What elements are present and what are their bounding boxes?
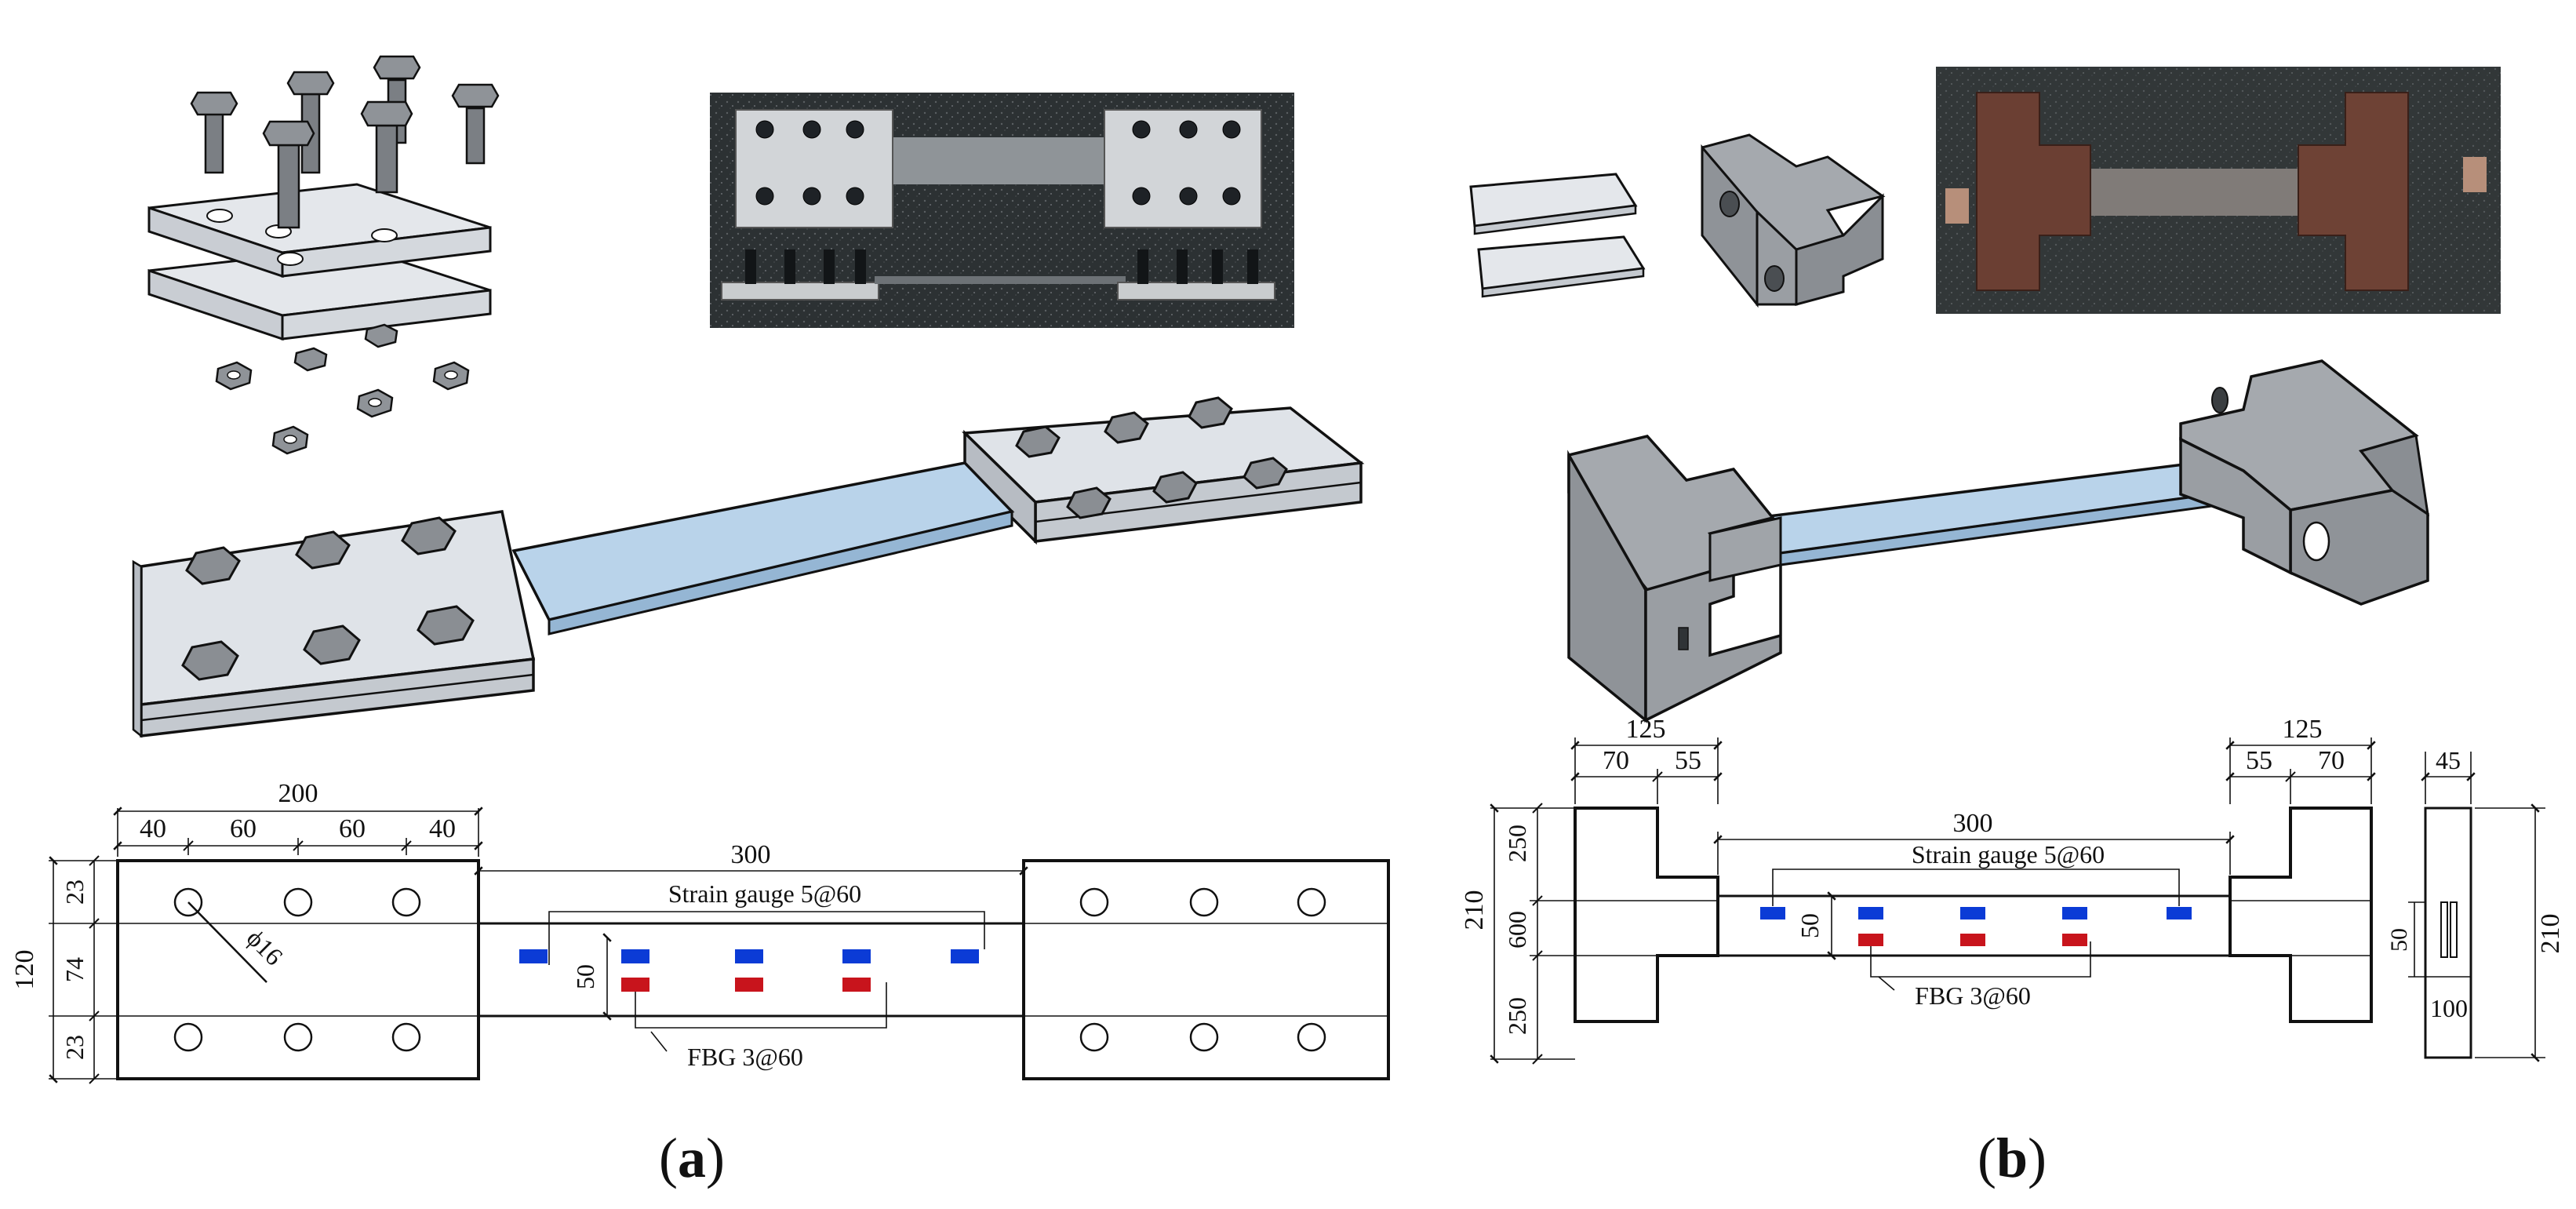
dim-b-left-2: 55 xyxy=(1675,746,1701,775)
dim-a-strip-width: 50 xyxy=(571,964,599,989)
exploded-wedge-assembly xyxy=(1469,133,1886,308)
nut xyxy=(215,361,253,391)
bolt xyxy=(190,91,238,174)
label-a-strain-gauge: Strain gauge 5@60 xyxy=(668,879,861,908)
dim-b-strip-width: 50 xyxy=(1796,913,1824,938)
panel-a: 200 40 60 60 40 300 Strain gauge 5@60 FB… xyxy=(10,55,1390,1189)
dim-a-seg-4: 40 xyxy=(429,814,456,843)
strain-gauge-marker xyxy=(2062,907,2087,919)
dim-b-right-1: 55 xyxy=(2246,746,2272,775)
plan-labels-b: 125 70 55 125 55 70 300 Strain gauge 5@6… xyxy=(1460,715,2565,1035)
dim-b-height-total: 210 xyxy=(1460,890,1489,930)
label-b-strain-gauge: Strain gauge 5@60 xyxy=(1912,840,2105,869)
dim-b-span: 300 xyxy=(1953,809,1993,838)
label-b-fbg: FBG 3@60 xyxy=(1915,981,2031,1010)
dim-b-side-width: 45 xyxy=(2436,746,2461,774)
strain-gauge-marker xyxy=(842,949,871,963)
nut xyxy=(293,347,328,372)
fbg-marker xyxy=(621,978,649,992)
strain-gauge-marker xyxy=(1960,907,1985,919)
fbg-marker xyxy=(1960,934,1985,946)
gauge-markers-a xyxy=(519,949,979,992)
bolt xyxy=(262,120,315,229)
dim-a-seg-2: 60 xyxy=(230,814,257,843)
strain-gauge-marker xyxy=(951,949,979,963)
strain-gauge-marker xyxy=(519,949,548,963)
dim-a-span: 300 xyxy=(731,840,771,869)
nut xyxy=(364,323,398,348)
fbg-marker xyxy=(735,978,763,992)
dim-a-total-top: 200 xyxy=(278,779,318,808)
dim-b-bottom: 250 xyxy=(1503,997,1531,1035)
dim-b-side-slot: 50 xyxy=(2386,928,2412,952)
fbg-marker xyxy=(2062,934,2087,946)
bolt xyxy=(451,83,500,165)
dim-a-seg-3: 60 xyxy=(339,814,366,843)
dim-b-mid: 600 xyxy=(1503,911,1531,949)
dim-b-side-height: 210 xyxy=(2536,914,2565,954)
strain-gauge-marker xyxy=(621,949,649,963)
plan-drawing-b xyxy=(1490,737,2545,1065)
assembled-specimen-3d-a xyxy=(132,396,1365,738)
exploded-clamp-assembly xyxy=(147,55,500,455)
caption-a: (a) xyxy=(659,1127,725,1189)
dim-a-edge-bottom: 23 xyxy=(60,1035,89,1060)
dim-a-seg-1: 40 xyxy=(140,814,166,843)
fbg-marker xyxy=(1858,934,1883,946)
gauge-markers-b xyxy=(1760,907,2192,946)
caption-b: (b) xyxy=(1977,1127,2047,1189)
dim-b-side-base: 100 xyxy=(2430,994,2468,1022)
dim-b-top: 250 xyxy=(1503,825,1531,862)
assembled-specimen-3d-b xyxy=(1567,359,2429,723)
bolt xyxy=(360,100,413,194)
dim-a-height-total: 120 xyxy=(10,950,39,990)
strain-gauge-marker xyxy=(1760,907,1785,919)
specimen-photo-a xyxy=(710,93,1294,328)
dim-b-left-1: 70 xyxy=(1603,746,1629,775)
dim-a-edge-top: 23 xyxy=(60,879,89,905)
dim-a-mid: 74 xyxy=(60,957,89,982)
dim-b-right-total: 125 xyxy=(2283,715,2323,744)
dim-b-right-2: 70 xyxy=(2318,746,2345,775)
panel-b: 125 70 55 125 55 70 300 Strain gauge 5@6… xyxy=(1460,67,2565,1189)
fbg-marker xyxy=(842,978,871,992)
nut xyxy=(432,361,470,391)
strain-gauge-marker xyxy=(2167,907,2192,919)
label-a-fbg: FBG 3@60 xyxy=(687,1043,803,1071)
nut xyxy=(356,388,394,418)
strain-gauge-marker xyxy=(735,949,763,963)
nut xyxy=(271,425,309,455)
strain-gauge-marker xyxy=(1858,907,1883,919)
plan-drawing-a xyxy=(49,807,1390,1084)
specimen-photo-b xyxy=(1936,67,2501,314)
plan-labels-a: 200 40 60 60 40 300 Strain gauge 5@60 FB… xyxy=(10,779,861,1071)
dim-b-left-total: 125 xyxy=(1626,715,1666,744)
